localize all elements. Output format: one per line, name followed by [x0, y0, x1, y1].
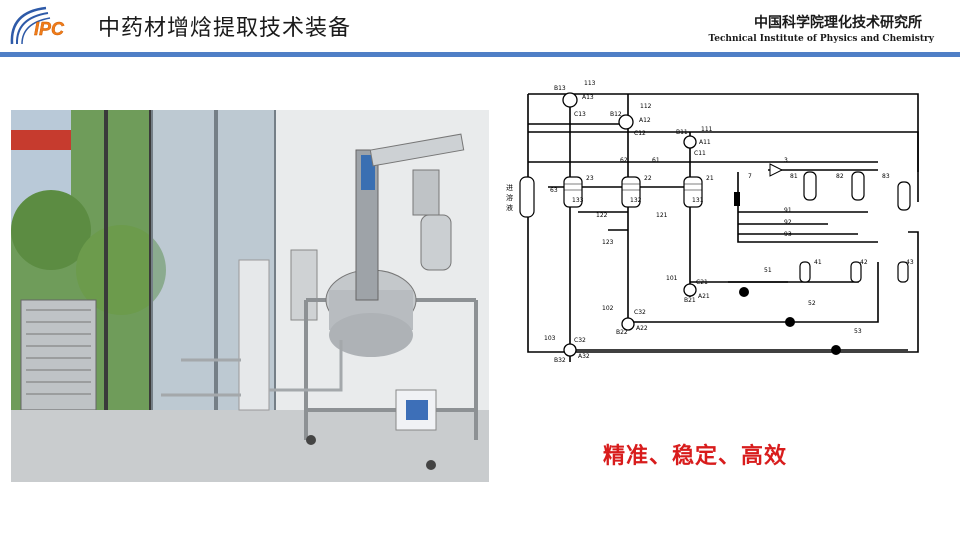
svg-text:3: 3 — [784, 157, 788, 164]
svg-text:B32: B32 — [554, 357, 566, 364]
svg-text:62: 62 — [620, 157, 628, 164]
svg-text:IPC: IPC — [34, 19, 65, 39]
svg-text:溶: 溶 — [506, 193, 513, 202]
institute-name-en: Technical Institute of Physics and Chemi… — [708, 34, 934, 44]
svg-text:21: 21 — [706, 175, 714, 182]
svg-text:103: 103 — [544, 335, 556, 342]
tagline: 精准、稳定、高效 — [603, 444, 788, 469]
svg-text:22: 22 — [644, 175, 652, 182]
svg-text:122: 122 — [596, 212, 608, 219]
svg-text:81: 81 — [790, 173, 798, 180]
svg-text:83: 83 — [882, 173, 890, 180]
svg-text:C32: C32 — [634, 309, 646, 316]
svg-text:A13: A13 — [582, 94, 594, 101]
page-title: 中药材增焓提取技术装备 — [98, 16, 352, 41]
svg-text:52: 52 — [808, 300, 816, 307]
svg-text:A32: A32 — [578, 353, 590, 360]
svg-text:41: 41 — [814, 259, 822, 266]
svg-text:B12: B12 — [610, 111, 622, 118]
svg-text:53: 53 — [854, 328, 862, 335]
svg-text:102: 102 — [602, 305, 614, 312]
svg-text:121: 121 — [656, 212, 668, 219]
svg-text:92: 92 — [784, 219, 792, 226]
svg-text:进: 进 — [506, 184, 513, 192]
svg-text:C13: C13 — [574, 111, 586, 118]
institute-name-cn: 中国科学院理化技术研究所 — [754, 15, 922, 31]
svg-text:93: 93 — [784, 231, 792, 238]
svg-text:91: 91 — [784, 207, 792, 214]
svg-text:A21: A21 — [698, 293, 710, 300]
svg-text:A22: A22 — [636, 325, 648, 332]
svg-text:B22: B22 — [616, 329, 628, 336]
svg-text:A11: A11 — [699, 139, 711, 146]
svg-text:112: 112 — [640, 103, 652, 110]
svg-text:液: 液 — [506, 203, 513, 212]
svg-text:C12: C12 — [634, 130, 646, 137]
svg-text:23: 23 — [586, 175, 594, 182]
svg-text:43: 43 — [906, 259, 914, 266]
svg-text:B11: B11 — [676, 129, 688, 136]
svg-text:123: 123 — [602, 239, 614, 246]
svg-text:B13: B13 — [554, 85, 566, 92]
svg-text:C32: C32 — [574, 337, 586, 344]
svg-text:133: 133 — [572, 197, 584, 204]
svg-text:61: 61 — [652, 157, 660, 164]
svg-text:111: 111 — [701, 126, 713, 133]
svg-text:101: 101 — [666, 275, 678, 282]
svg-text:82: 82 — [836, 173, 844, 180]
svg-text:A12: A12 — [639, 117, 651, 124]
equipment-photo — [11, 110, 489, 482]
header-accent-bar — [0, 52, 960, 57]
svg-text:113: 113 — [584, 80, 596, 87]
svg-text:42: 42 — [860, 259, 868, 266]
svg-text:132: 132 — [630, 197, 642, 204]
svg-text:51: 51 — [764, 267, 772, 274]
svg-text:B21: B21 — [684, 297, 696, 304]
svg-text:7: 7 — [748, 173, 752, 180]
svg-text:63: 63 — [550, 187, 558, 194]
ipc-logo: IPC — [10, 6, 65, 45]
svg-text:C11: C11 — [694, 150, 706, 157]
svg-text:C21: C21 — [696, 279, 708, 286]
svg-text:131: 131 — [692, 197, 704, 204]
